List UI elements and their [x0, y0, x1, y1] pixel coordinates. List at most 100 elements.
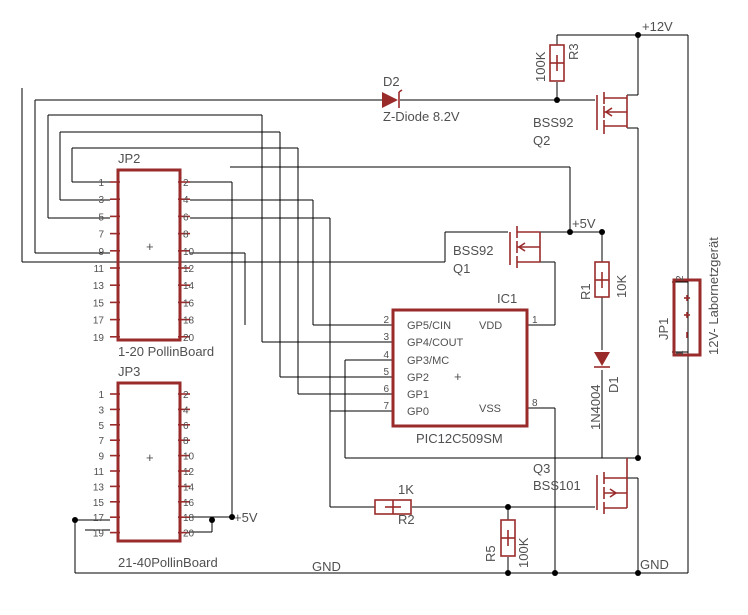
r5-value: 100K: [516, 537, 531, 568]
jp2-pin-number: 11: [94, 264, 105, 275]
jp3-name: JP3: [118, 364, 140, 379]
q3-name: Q3: [533, 461, 550, 476]
r2-name: R2: [398, 512, 415, 527]
jp2-pin-number: 13: [93, 281, 105, 292]
jp2-pin-number: 4: [183, 195, 189, 206]
ic1-pin-label: GP1: [407, 389, 429, 401]
q2-name: Q2: [533, 133, 550, 148]
d1-name: D1: [606, 376, 621, 393]
label-12v: +12V: [642, 19, 673, 34]
label-5v-jp3: +5V: [234, 510, 258, 525]
r3-value: 100K: [533, 51, 548, 82]
jp3-pin-number: 13: [93, 482, 105, 493]
d1-value: 1N4004: [588, 384, 603, 430]
jp3-pin-number: 8: [183, 436, 189, 447]
jp1-name: JP1: [656, 318, 671, 340]
r1-resistor: R1 10K: [578, 261, 629, 300]
d2-zener-diode: D2 Z-Diode 8.2V: [382, 74, 460, 124]
ic1-pin-label: GP3/MC: [407, 355, 449, 367]
jp2-pin-number: 2: [183, 178, 189, 189]
ic1-pin-label: GP0: [407, 406, 429, 418]
jp2-pin-number: 19: [93, 333, 105, 344]
jp3-pin-number: 20: [183, 529, 195, 540]
q1-name: Q1: [453, 261, 470, 276]
jp1-pin-2: 2: [675, 275, 686, 281]
label-gnd-left: GND: [312, 559, 341, 574]
ic1-value: PIC12C509SM: [416, 431, 503, 446]
jp3-pin-number: 5: [98, 421, 104, 432]
jp2-value: 1-20 PollinBoard: [118, 344, 214, 359]
q1-transistor: BSS92 Q1 +5V: [453, 216, 596, 276]
jp1-pin-1: 1: [675, 350, 686, 356]
ic1-center-mark: +: [454, 369, 462, 384]
jp2-pin-number: 16: [183, 298, 195, 309]
ic1-pin-label: VSS: [479, 403, 501, 415]
jp2-pin-number: 10: [183, 247, 195, 258]
jp3-pin-number: 16: [183, 498, 195, 509]
jp3-pin-number: 12: [183, 467, 195, 478]
jp3-center-mark: +: [146, 450, 154, 465]
ic1-pin-number: 7: [383, 401, 389, 412]
r2-value: 1K: [398, 482, 414, 497]
r3-resistor: 100K R3: [533, 43, 581, 82]
junctions: [72, 32, 641, 576]
jp2-header: JP2 1-20 PollinBoard +: [116, 151, 214, 359]
q2-value: BSS92: [533, 115, 573, 130]
jp3-pin-number: 17: [93, 513, 105, 524]
jp2-pin-number: 7: [98, 230, 104, 241]
r1-name: R1: [578, 283, 593, 300]
r5-name: R5: [483, 545, 498, 562]
jp3-pin-number: 6: [183, 421, 189, 432]
ic1-chip: IC1 PIC12C509SM +: [391, 291, 529, 446]
jp3-pin-number: 2: [183, 390, 189, 401]
jp2-pin-number: 15: [93, 298, 105, 309]
jp2-pin-number: 20: [183, 333, 195, 344]
ic1-pin-label: GP5/CIN: [407, 320, 451, 332]
jp3-pin-number: 10: [183, 452, 195, 463]
ic1-pin-number: 8: [532, 398, 538, 409]
jp3-pin-number: 15: [93, 498, 105, 509]
jp3-pin-number: 19: [93, 529, 105, 540]
d1-diode: 1N4004 D1: [588, 352, 621, 430]
jp2-name: JP2: [118, 151, 140, 166]
jp2-pin-number: 17: [93, 316, 105, 327]
jp2-pin-number: 3: [98, 195, 104, 206]
jp2-pin-number: 12: [183, 264, 195, 275]
r3-name: R3: [566, 43, 581, 60]
jp3-pin-number: 4: [183, 405, 189, 416]
jp2-pin-number: 14: [183, 281, 195, 292]
label-gnd-right: GND: [640, 557, 669, 572]
ic1-pin-label: VDD: [479, 320, 502, 332]
ic1-pin-number: 2: [383, 315, 389, 326]
jp3-pin-number: 14: [183, 482, 195, 493]
q3-transistor: Q3 BSS101: [533, 445, 628, 514]
jp2-pin-number: 6: [183, 212, 189, 223]
d2-name: D2: [383, 74, 400, 89]
wires: [21, 34, 689, 574]
q1-5v-label: +5V: [572, 216, 596, 231]
jp3-pin-number: 1: [98, 390, 104, 401]
ic1-pin-number: 5: [383, 367, 389, 378]
d2-value: Z-Diode 8.2V: [383, 109, 460, 124]
jp3-header: JP3 21-40PollinBoard +: [116, 364, 218, 570]
jp2-pin-number: 8: [183, 230, 189, 241]
ic1-pin-label: GP2: [407, 372, 429, 384]
jp2-pin-number: 1: [98, 178, 104, 189]
ic1-name: IC1: [497, 291, 517, 306]
ic1-pin-number: 6: [383, 384, 389, 395]
jp3-value: 21-40PollinBoard: [118, 555, 218, 570]
jp1-value: 12V- Labornetzgerät: [706, 237, 721, 355]
r5-resistor: R5 100K: [483, 519, 531, 568]
jp3-pin-number: 9: [98, 452, 104, 463]
ic1-pin-number: 1: [532, 315, 538, 326]
jp1-connector: JP1 12V- Labornetzgerät 2 1: [656, 237, 721, 357]
jp3-pin-number: 3: [98, 405, 104, 416]
jp2-pin-number: 18: [183, 316, 195, 327]
r1-value: 10K: [614, 275, 629, 298]
q1-value: BSS92: [453, 243, 493, 258]
q2-transistor: BSS92 Q2: [533, 92, 628, 148]
